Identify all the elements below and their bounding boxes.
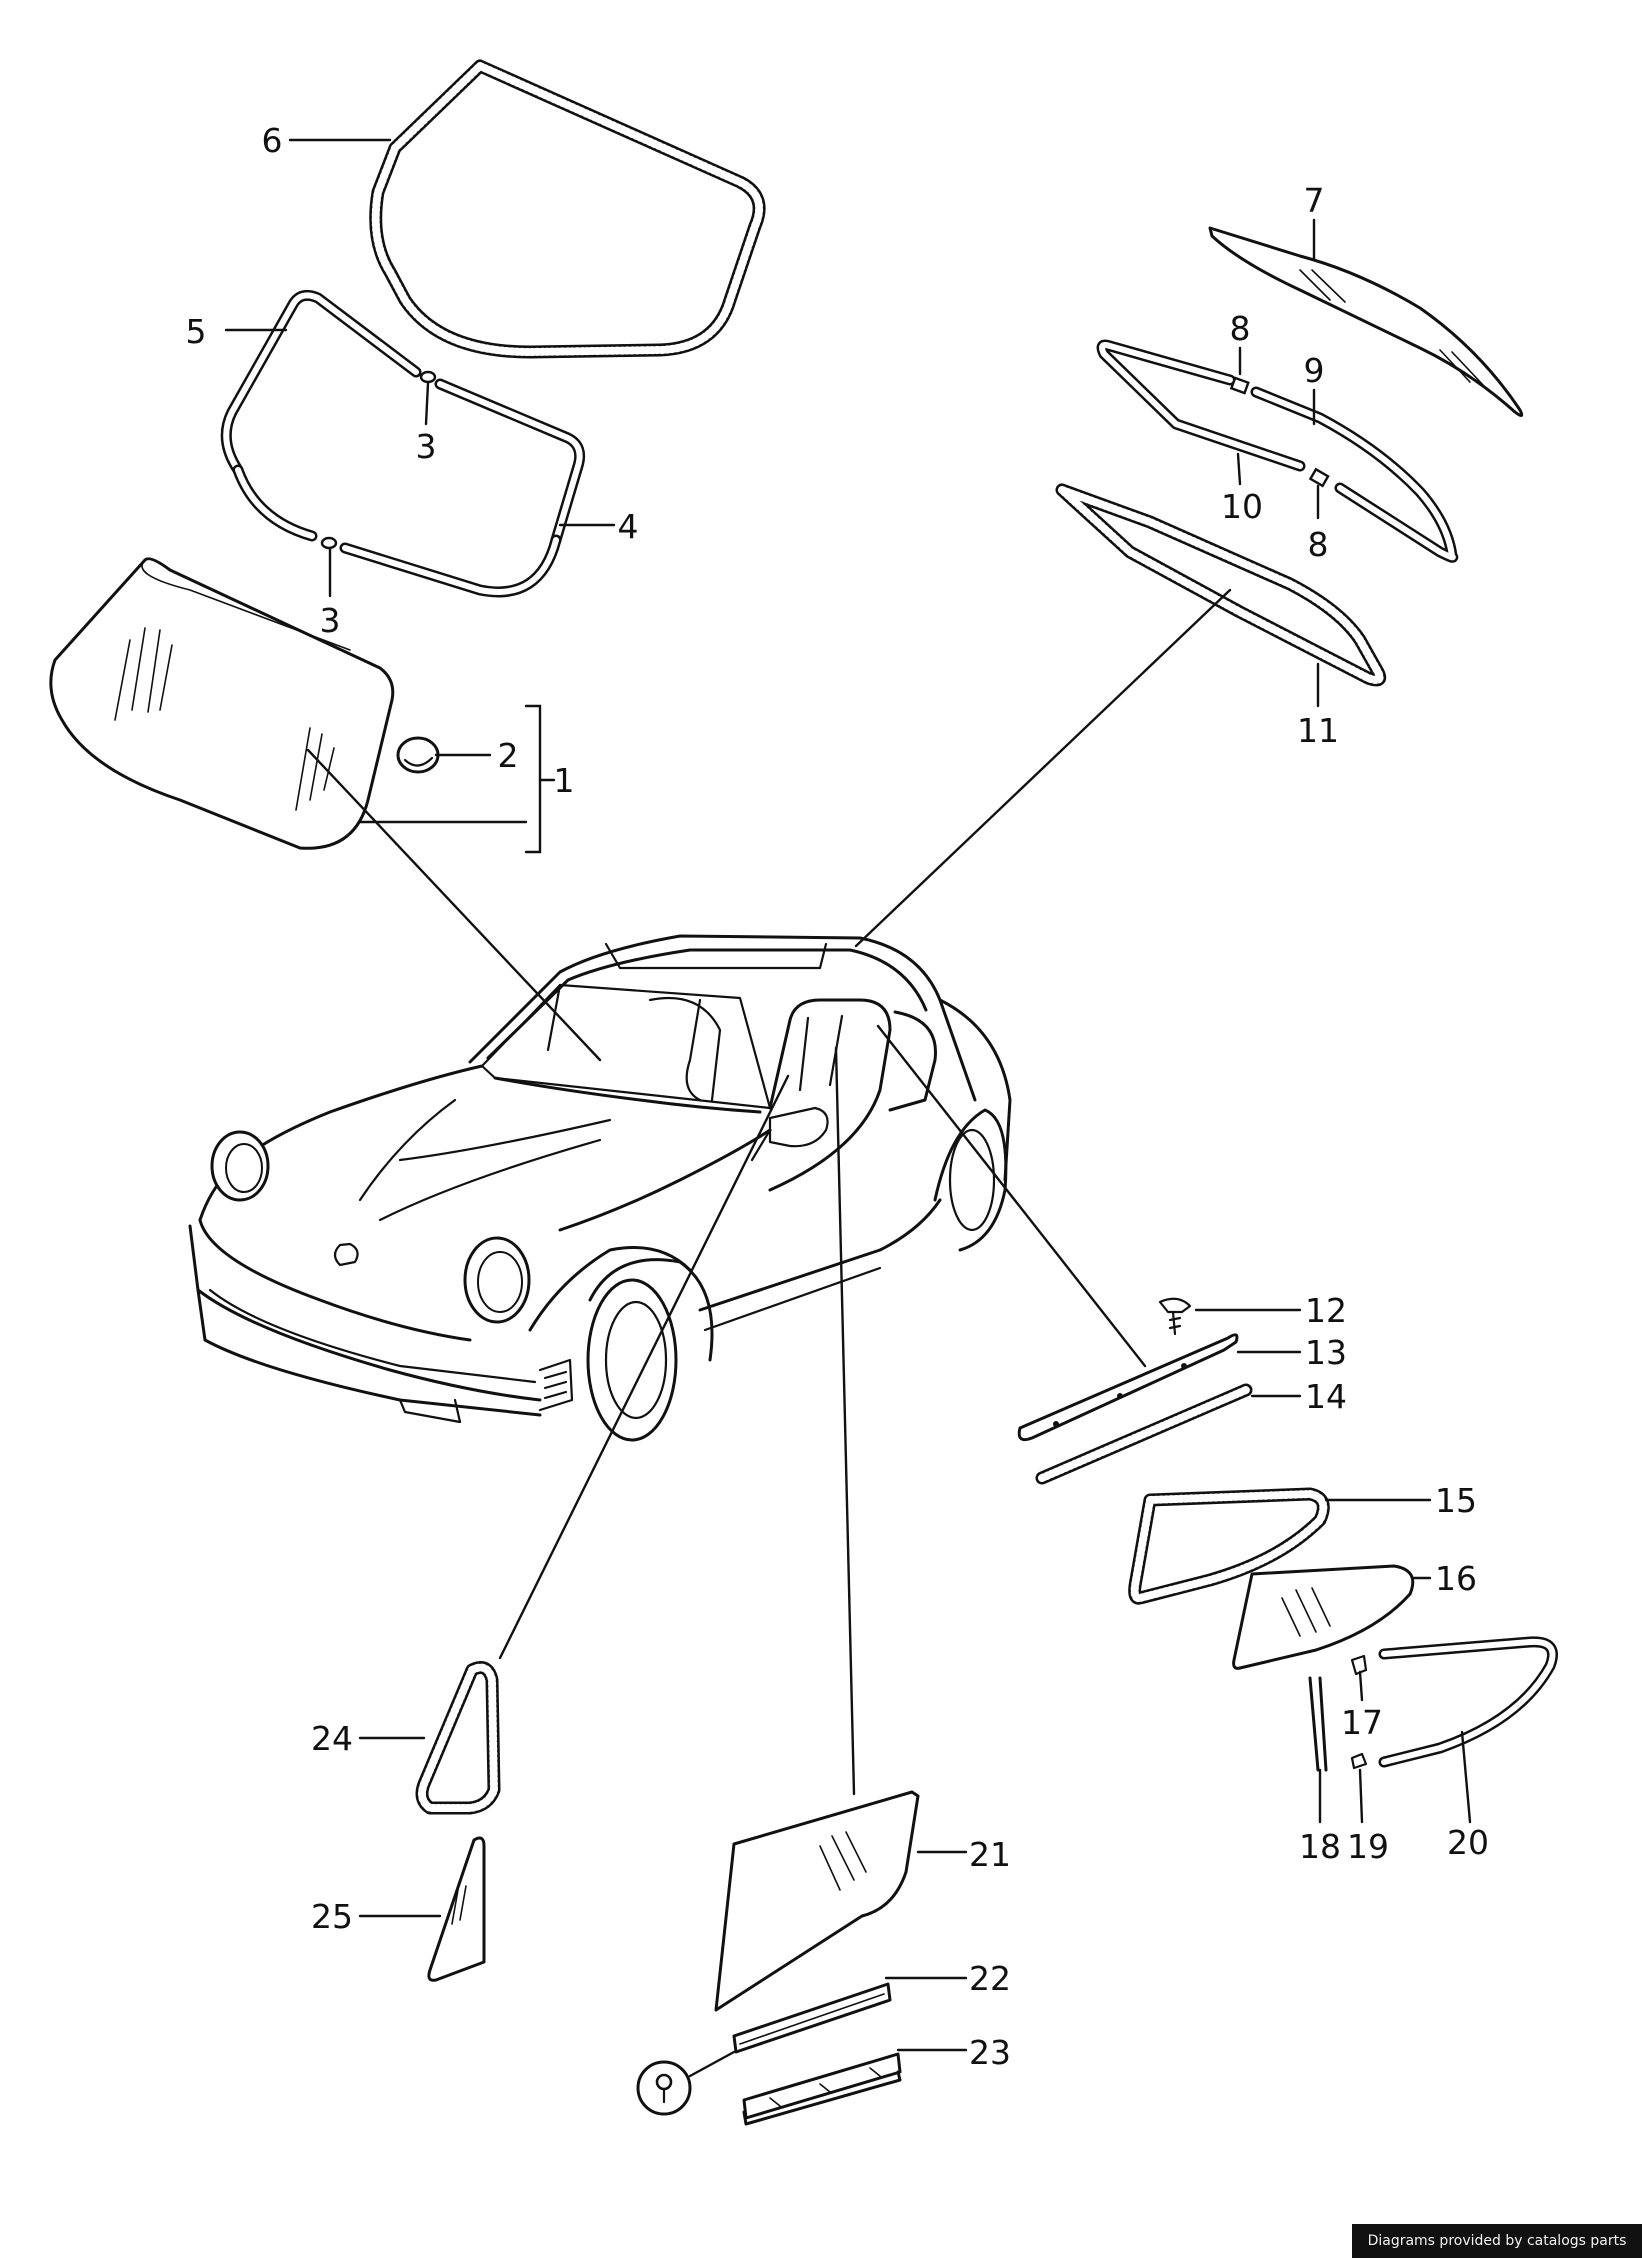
rear-moulding-part-9[interactable] — [1250, 386, 1459, 563]
vent-window-glass-part-25[interactable] — [427, 1836, 486, 1982]
leader-lines — [224, 138, 1472, 2078]
label-part-3-lower: 3 — [320, 601, 341, 640]
strip-part-18[interactable] — [1308, 1676, 1328, 1772]
label-part-25: 25 — [311, 1897, 353, 1936]
gasket-part-14[interactable] — [1035, 1383, 1253, 1485]
label-part-13: 13 — [1305, 1333, 1347, 1372]
rear-moulding-part-10[interactable] — [1096, 339, 1306, 472]
label-part-8-lower: 8 — [1308, 525, 1329, 564]
label-part-1: 1 — [554, 761, 575, 800]
label-part-3-upper: 3 — [416, 427, 437, 466]
label-part-8-upper: 8 — [1230, 309, 1251, 348]
label-part-4: 4 — [618, 507, 639, 546]
windscreen-seal-part-6[interactable] — [369, 59, 766, 359]
label-part-21: 21 — [969, 1835, 1011, 1874]
label-part-20: 20 — [1447, 1823, 1489, 1862]
label-part-5: 5 — [186, 312, 207, 351]
label-part-7: 7 — [1304, 181, 1325, 220]
label-part-15: 15 — [1435, 1481, 1477, 1520]
clip-part-3-lower[interactable] — [320, 536, 338, 550]
door-glass-part-21[interactable] — [714, 1790, 920, 2012]
label-part-14: 14 — [1305, 1377, 1347, 1416]
car-illustration — [188, 934, 1012, 1442]
clip-part-3-upper[interactable] — [419, 370, 437, 384]
label-part-22: 22 — [969, 1959, 1011, 1998]
footer-credit: Diagrams provided by catalogs parts — [1352, 2224, 1642, 2258]
label-part-10: 10 — [1221, 487, 1263, 526]
windscreen-glass-part-1[interactable] — [49, 557, 395, 850]
vent-window-seal-part-24[interactable] — [415, 1661, 501, 1815]
label-part-2: 2 — [498, 736, 519, 775]
windscreen-moulding-part-5[interactable] — [220, 289, 586, 546]
windscreen-plug-part-2[interactable] — [396, 736, 440, 774]
quarter-glass-part-16[interactable] — [1232, 1564, 1415, 1670]
channel-part-22[interactable] — [732, 1982, 892, 2054]
clip-part-8-lower[interactable] — [1308, 467, 1330, 488]
quarter-seal-part-15[interactable] — [1128, 1487, 1330, 1605]
windscreen-moulding-part-4[interactable] — [232, 464, 562, 598]
rear-window-glass-part-7[interactable] — [1208, 226, 1524, 417]
label-part-11: 11 — [1297, 711, 1339, 750]
label-part-12: 12 — [1305, 1291, 1347, 1330]
moulding-part-20[interactable] — [1378, 1636, 1558, 1768]
rear-window-seal-part-11[interactable] — [1055, 483, 1387, 687]
screw-part-12[interactable] — [1158, 1297, 1192, 1336]
clip-part-19[interactable] — [1350, 1752, 1368, 1770]
trim-strip-part-13[interactable] — [1017, 1333, 1239, 1442]
label-part-19: 19 — [1347, 1827, 1389, 1866]
label-part-18: 18 — [1299, 1827, 1341, 1866]
label-part-17: 17 — [1341, 1703, 1383, 1742]
label-part-23: 23 — [969, 2033, 1011, 2072]
label-part-24: 24 — [311, 1719, 353, 1758]
label-part-6: 6 — [262, 121, 283, 160]
label-part-16: 16 — [1435, 1559, 1477, 1598]
channel-part-23[interactable] — [742, 2052, 902, 2126]
label-part-9: 9 — [1304, 351, 1325, 390]
clip-part-8-upper[interactable] — [1229, 376, 1250, 395]
wrench-symbol-icon — [636, 2060, 692, 2116]
part-numbers: 6 5 3 4 3 2 1 7 8 9 10 8 11 12 13 14 15 … — [186, 121, 1490, 2072]
clip-part-17[interactable] — [1350, 1654, 1368, 1676]
